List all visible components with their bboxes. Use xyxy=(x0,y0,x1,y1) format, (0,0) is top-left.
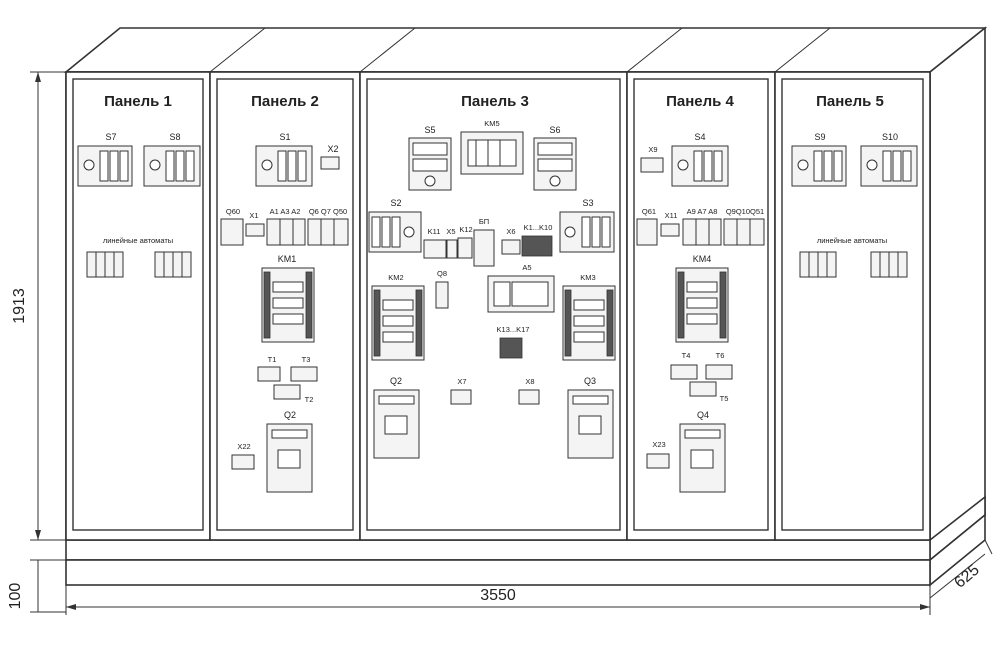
label-t6: T6 xyxy=(716,351,725,360)
label-x7: X7 xyxy=(457,377,466,386)
label-a9a7a8: A9 A7 A8 xyxy=(687,207,718,216)
label-km5: KM5 xyxy=(484,119,499,128)
modules-a9-a7-a8 xyxy=(682,218,722,246)
label-km4: KM4 xyxy=(693,254,712,264)
label-x6: X6 xyxy=(506,227,515,236)
terminal-x22 xyxy=(231,454,255,470)
label-x9: X9 xyxy=(648,145,657,154)
label-q2: Q2 xyxy=(390,376,402,386)
panel-5-title: Панель 5 xyxy=(816,93,884,110)
label-q9q10q51: Q9Q10Q51 xyxy=(726,207,764,216)
terminal-x1 xyxy=(245,223,265,237)
label-km2: KM2 xyxy=(388,273,403,282)
label-s4: S4 xyxy=(694,132,705,142)
label-s5: S5 xyxy=(424,125,435,135)
label-s10: S10 xyxy=(882,132,898,142)
label-q61: Q61 xyxy=(642,207,656,216)
label-k11: K11 xyxy=(428,227,441,236)
label-x22: X22 xyxy=(237,442,250,451)
label-s9: S9 xyxy=(814,132,825,142)
terminal-x11 xyxy=(660,223,680,237)
panel-3: Панель 3 S5 KM5 S6 S2 K11 X5 K12 БП X6 K… xyxy=(359,71,628,541)
label-s8: S8 xyxy=(169,132,180,142)
label-bp: БП xyxy=(479,217,489,226)
terminal-x6 xyxy=(501,239,521,255)
transformer-t5 xyxy=(689,381,717,397)
label-a1a3a2: A1 A3 A2 xyxy=(270,207,301,216)
terminal-x23 xyxy=(646,453,670,469)
label-q8: Q8 xyxy=(437,269,447,278)
transformer-t3 xyxy=(290,366,318,382)
label-line-breakers-1: линейные автоматы xyxy=(103,236,173,245)
panel-2-title: Панель 2 xyxy=(251,93,319,110)
label-t5: T5 xyxy=(720,394,729,403)
label-q3: Q3 xyxy=(584,376,596,386)
terminal-x8 xyxy=(518,389,540,405)
label-q60: Q60 xyxy=(226,207,240,216)
label-s3: S3 xyxy=(582,198,593,208)
terminal-x2 xyxy=(320,156,340,170)
label-x23: X23 xyxy=(652,440,665,449)
dim-depth-label: 625 xyxy=(951,561,982,591)
transformer-t6 xyxy=(705,364,733,380)
breakers-q9-q10-q51 xyxy=(723,218,765,246)
label-s7: S7 xyxy=(105,132,116,142)
label-t1: T1 xyxy=(268,355,277,364)
dimension-width: 3550 xyxy=(65,585,931,615)
label-x2: X2 xyxy=(327,144,338,154)
dimension-base: 100 xyxy=(7,559,66,613)
transformer-t2 xyxy=(273,384,301,400)
label-k1k10: K1...K10 xyxy=(524,223,553,232)
label-s1: S1 xyxy=(279,132,290,142)
panel-3-title: Панель 3 xyxy=(461,93,529,110)
label-km3: KM3 xyxy=(580,273,595,282)
transformer-t1 xyxy=(257,366,281,382)
breaker-q61 xyxy=(636,218,658,246)
relays-k13-k17 xyxy=(499,337,523,359)
label-q6q7q50: Q6 Q7 Q50 xyxy=(309,207,347,216)
label-km1: KM1 xyxy=(278,254,297,264)
breaker-q8 xyxy=(435,281,449,309)
dim-height-label: 1913 xyxy=(11,288,28,324)
label-t2: T2 xyxy=(305,395,314,404)
label-k13k17: K13...K17 xyxy=(497,325,530,334)
label-x11: X11 xyxy=(665,211,678,220)
terminal-x5 xyxy=(446,239,458,259)
dim-width-label: 3550 xyxy=(480,587,516,604)
label-x1: X1 xyxy=(249,211,258,220)
label-x8: X8 xyxy=(525,377,534,386)
terminal-x9 xyxy=(640,157,664,173)
label-k12: K12 xyxy=(459,225,472,234)
panel-5: Панель 5 S9 S10 линейные автоматы xyxy=(774,71,931,541)
panel-4-title: Панель 4 xyxy=(666,93,734,110)
panel-2: Панель 2 S1 X2 Q60 X1 A1 A3 A2 Q6 Q7 Q50… xyxy=(209,71,361,541)
panel-4: Панель 4 X9 S4 Q61 X11 A9 A7 A8 Q9Q10Q51… xyxy=(626,71,776,541)
label-t3: T3 xyxy=(302,355,311,364)
relays-k1-k10 xyxy=(521,235,553,257)
transformer-t4 xyxy=(670,364,698,380)
modules-a1-a3-a2 xyxy=(266,218,306,246)
label-s2: S2 xyxy=(390,198,401,208)
dim-base-label: 100 xyxy=(7,583,24,610)
label-x5: X5 xyxy=(446,227,455,236)
label-t4: T4 xyxy=(682,351,691,360)
label-q2: Q2 xyxy=(284,410,296,420)
label-a5: A5 xyxy=(522,263,531,272)
panel-1-title: Панель 1 xyxy=(104,93,172,110)
relay-k12 xyxy=(457,237,473,259)
label-line-breakers-5: линейные автоматы xyxy=(817,236,887,245)
breaker-q60 xyxy=(220,218,244,246)
dimension-height: 1913 xyxy=(11,71,66,541)
label-q4: Q4 xyxy=(697,410,709,420)
relay-k11 xyxy=(423,239,447,259)
terminal-x7 xyxy=(450,389,472,405)
label-s6: S6 xyxy=(549,125,560,135)
power-supply-bp xyxy=(473,229,495,267)
breakers-q6-q7-q50 xyxy=(307,218,349,246)
panel-1: Панель 1 S7 S8 линейные автоматы xyxy=(65,71,211,541)
